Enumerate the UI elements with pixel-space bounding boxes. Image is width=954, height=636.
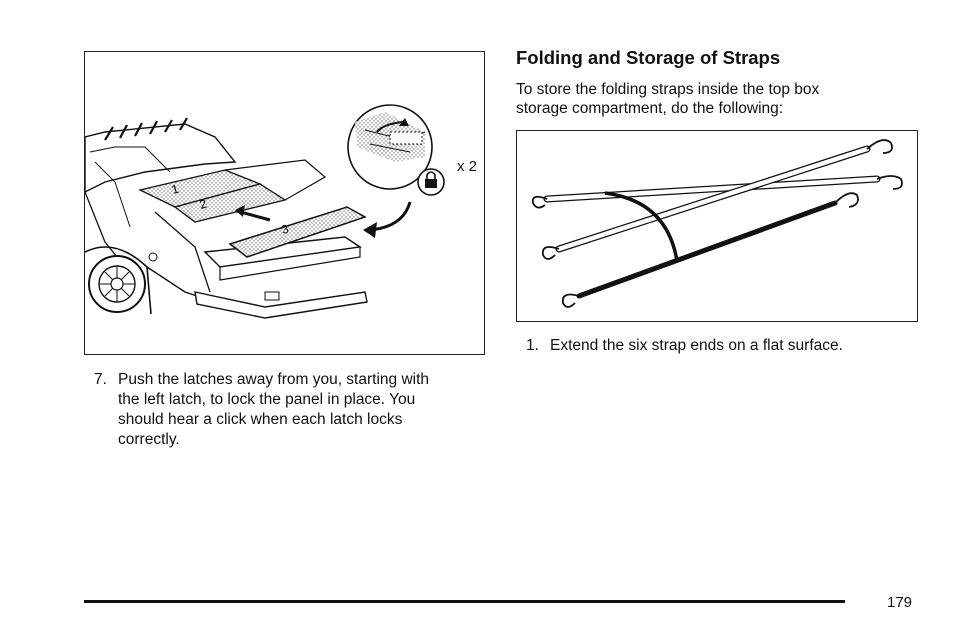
hook-icon <box>876 175 903 190</box>
truck-bed-panel-figure: 1 2 3 x 2 <box>84 51 485 355</box>
section-intro: To store the folding straps inside the t… <box>516 80 819 118</box>
panel-number-1: 1 <box>170 181 181 196</box>
hook-icon <box>834 192 859 208</box>
step-text-line: correctly. <box>118 431 180 448</box>
footer-rule <box>84 600 845 603</box>
intro-line: To store the folding straps inside the t… <box>516 81 820 98</box>
section-heading: Folding and Storage of Straps <box>516 47 781 68</box>
hook-icon <box>561 293 580 308</box>
intro-line: storage compartment, do the following: <box>516 100 784 117</box>
straps-figure <box>516 130 918 322</box>
step-7: 7. Push the latches away from you, start… <box>94 370 486 452</box>
step-number: 7. <box>94 371 107 388</box>
panel-number-3: 3 <box>280 221 291 236</box>
panel-number-2: 2 <box>198 196 209 211</box>
figure-multiplier-label: x 2 <box>457 158 478 175</box>
step-text-line: Push the latches away from you, starting… <box>118 371 430 388</box>
hook-icon <box>541 246 560 260</box>
truck-bed-illustration: 1 2 3 <box>85 104 445 319</box>
step-text: Extend the six strap ends on a flat surf… <box>550 337 843 354</box>
step-number: 1. <box>526 337 539 354</box>
hook-icon <box>866 139 893 154</box>
step-text-line: the left latch, to lock the panel in pla… <box>118 391 416 408</box>
step-1: 1. Extend the six strap ends on a flat s… <box>526 336 918 358</box>
hook-icon <box>531 195 548 209</box>
straps-illustration <box>531 139 903 308</box>
step-text-line: should hear a click when each latch lock… <box>118 411 403 428</box>
step-text: Push the latches away from you, starting… <box>118 370 429 450</box>
page-number: 179 <box>887 594 913 611</box>
